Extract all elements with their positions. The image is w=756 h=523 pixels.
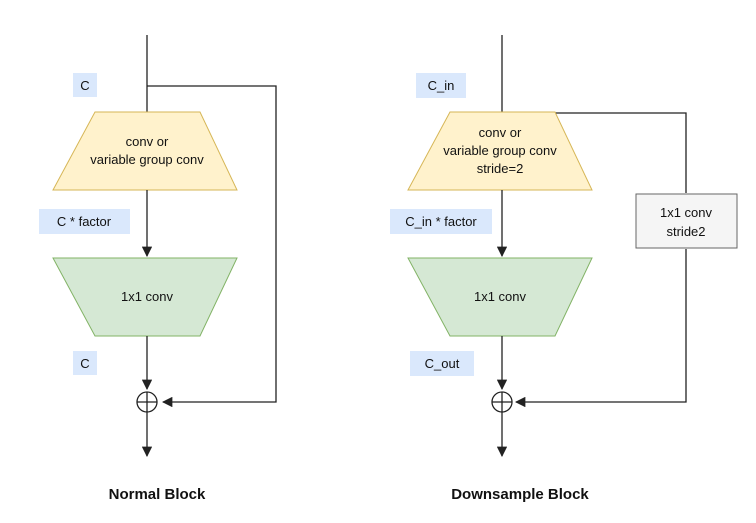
normal-channel-label-bottom: C xyxy=(80,356,89,371)
normal-channel-label-top: C xyxy=(80,78,89,93)
downsample-channel-label-top: C_in xyxy=(428,78,455,93)
downsample-channel-label-mid-bg xyxy=(390,209,492,234)
downsample-add-icon xyxy=(491,391,513,413)
downsample-conv-label-line2: variable group conv xyxy=(443,143,557,158)
normal-block-title: Normal Block xyxy=(109,486,206,503)
normal-pointwise-label: 1x1 conv xyxy=(121,289,174,304)
normal-pointwise-block xyxy=(52,257,238,337)
downsample-shortcut-top xyxy=(502,112,687,193)
downsample-conv-label-line1: conv or xyxy=(479,125,522,140)
downsample-block-title: Downsample Block xyxy=(451,486,589,503)
downsample-shortcut-label-line2: stride2 xyxy=(666,224,705,239)
downsample-shortcut-label-line1: 1x1 conv xyxy=(660,205,713,220)
normal-skip-connection xyxy=(147,85,277,408)
normal-channel-label-mid: C * factor xyxy=(57,214,112,229)
downsample-shortcut-bottom xyxy=(514,249,687,408)
downsample-block: C_in conv or variable group conv stride=… xyxy=(390,35,738,503)
normal-channel-label-top-bg xyxy=(73,73,97,97)
normal-conv-label-line2: variable group conv xyxy=(90,152,204,167)
normal-conv-label-line1: conv or xyxy=(126,134,169,149)
downsample-channel-label-bottom-bg xyxy=(410,351,474,376)
normal-channel-label-mid-bg xyxy=(39,209,130,234)
downsample-channel-label-bottom: C_out xyxy=(425,356,460,371)
normal-conv-block xyxy=(52,111,238,191)
normal-add-icon xyxy=(136,391,158,413)
normal-channel-label-bottom-bg xyxy=(73,351,97,375)
downsample-channel-label-top-bg xyxy=(416,73,466,98)
downsample-channel-label-mid: C_in * factor xyxy=(405,214,477,229)
downsample-conv-label-line3: stride=2 xyxy=(477,161,524,176)
downsample-pointwise-block xyxy=(407,257,593,337)
downsample-conv-block xyxy=(407,111,593,191)
downsample-shortcut-conv-box xyxy=(635,193,738,249)
normal-block: C conv or variable group conv C * factor… xyxy=(39,35,277,503)
downsample-pointwise-label: 1x1 conv xyxy=(474,289,527,304)
